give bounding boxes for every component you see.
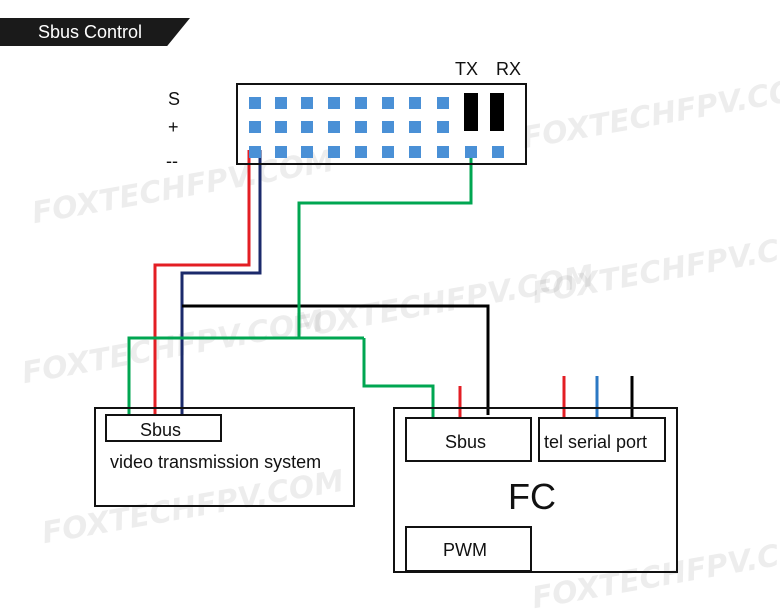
rx-pin-block (490, 93, 504, 131)
header-band (0, 18, 190, 46)
fc-sbus-label: Sbus (445, 432, 487, 452)
connector-pin (301, 146, 313, 158)
fc-title: FC (508, 476, 556, 517)
flight-controller-box (393, 407, 678, 573)
connector-pin (275, 97, 287, 109)
connector-pin (301, 121, 313, 133)
page-title: Sbus Control (38, 22, 143, 42)
fc-sbus-port (405, 417, 532, 462)
tel-serial-port (538, 417, 666, 462)
video-system-label: video transmission system (110, 452, 322, 472)
connector-pin (409, 146, 421, 158)
connector-pin (382, 97, 394, 109)
tx-label: TX (455, 59, 479, 79)
rx-label: RX (496, 59, 522, 79)
black-ground-wire (182, 304, 490, 415)
row-label-signal: S (168, 89, 181, 109)
tx-pin-block (464, 93, 478, 131)
receiver-connector (236, 83, 527, 165)
connector-pin (301, 97, 313, 109)
sbus-signal-wire-video (127, 336, 364, 415)
connector-pin (465, 146, 477, 158)
pwm-port (405, 526, 532, 572)
connector-pin (249, 146, 261, 158)
sbus-signal-wire (297, 158, 473, 338)
connector-pin (249, 97, 261, 109)
connector-pin (492, 146, 504, 158)
connector-pin (275, 146, 287, 158)
ground-wire (180, 150, 262, 415)
connector-pin (355, 97, 367, 109)
connector-pin (437, 146, 449, 158)
video-sbus-port (105, 414, 222, 442)
connector-pin (328, 97, 340, 109)
row-label-minus: -- (166, 151, 178, 171)
connector-pin (249, 121, 261, 133)
connector-pin (275, 121, 287, 133)
tel-serial-label: tel serial port (544, 432, 648, 452)
connector-pin (409, 121, 421, 133)
connector-pin (382, 121, 394, 133)
connector-pin (355, 146, 367, 158)
connector-pin (355, 121, 367, 133)
connector-pin (328, 121, 340, 133)
power-wire (153, 150, 251, 415)
connector-pin (437, 97, 449, 109)
video-sbus-label: Sbus (140, 420, 182, 440)
pwm-label: PWM (443, 540, 487, 560)
connector-pin (409, 97, 421, 109)
row-label-plus: + (168, 117, 179, 137)
video-transmission-box (94, 407, 355, 507)
sbus-signal-wire-fc (362, 338, 435, 418)
connector-pin (437, 121, 449, 133)
connector-pin (382, 146, 394, 158)
connector-pin (328, 146, 340, 158)
